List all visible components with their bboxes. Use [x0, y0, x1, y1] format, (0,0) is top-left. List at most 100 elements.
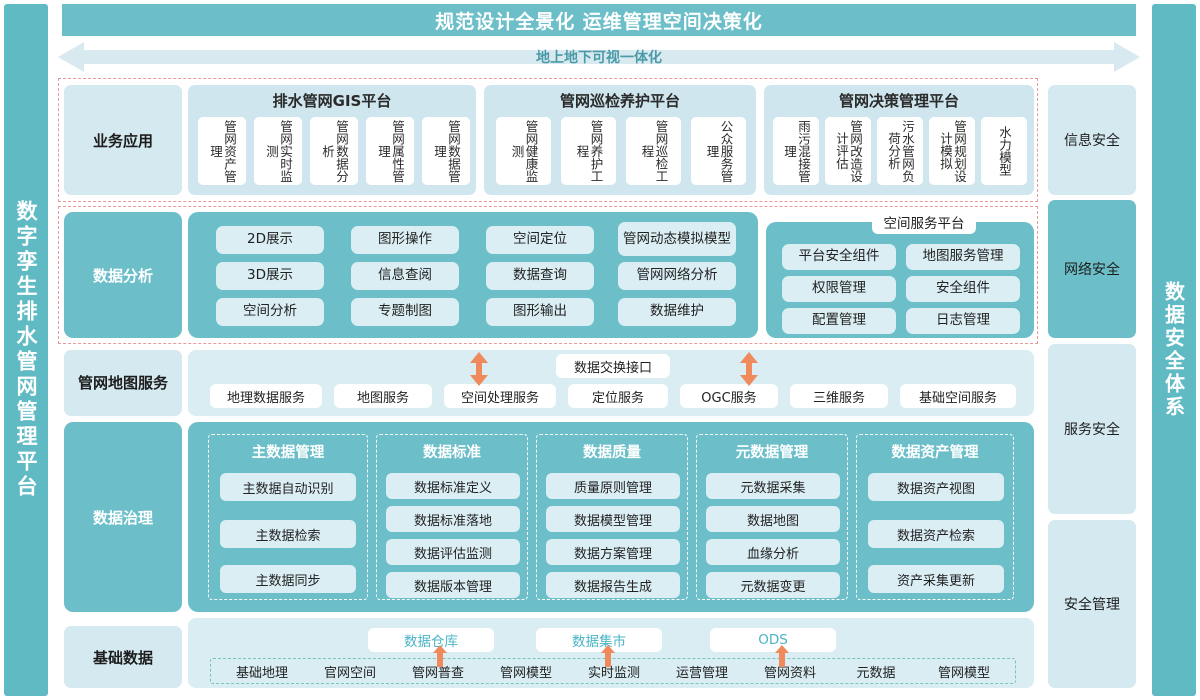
map-service-item[interactable]: 地图服务 [334, 384, 432, 408]
map-service-item[interactable]: OGC服务 [680, 384, 778, 408]
governance-item[interactable]: 数据评估监测 [386, 539, 520, 565]
app-cell[interactable]: 管网属性管理 [366, 117, 414, 185]
governance-item[interactable]: 数据版本管理 [386, 572, 520, 598]
base-data-item[interactable]: 管网普查 [411, 665, 464, 681]
base-data-item[interactable]: 运营管理 [675, 665, 728, 681]
updown-arrow-icon [740, 352, 758, 386]
base-data-item[interactable]: 管网模型 [499, 665, 552, 681]
analysis-item[interactable]: 管网网络分析 [618, 262, 736, 290]
row-label-governance: 数据治理 [64, 422, 182, 612]
right-security-system-rail: 数据安全体系 [1152, 4, 1196, 696]
app-cell[interactable]: 管网数据分析 [310, 117, 358, 185]
analysis-item[interactable]: 管网动态模拟模型 [618, 222, 736, 256]
spatial-item[interactable]: 日志管理 [906, 308, 1020, 334]
spatial-item[interactable]: 权限管理 [782, 276, 896, 302]
right-security-system-title: 数据安全体系 [1161, 281, 1186, 419]
governance-group-title: 数据标准 [423, 445, 481, 461]
analysis-item[interactable]: 图形操作 [351, 226, 459, 254]
analysis-item[interactable]: 数据查询 [486, 262, 594, 290]
security-card-management[interactable]: 安全管理 [1048, 520, 1136, 688]
top-banner-title: 规范设计全景化 运维管理空间决策化 [435, 10, 763, 33]
governance-item[interactable]: 数据资产视图 [868, 473, 1004, 501]
analysis-panel: 2D展示 3D展示 空间分析 图形操作 信息查阅 专题制图 空间定位 数据查询 … [188, 212, 758, 338]
spatial-item[interactable]: 配置管理 [782, 308, 896, 334]
map-service-item[interactable]: 三维服务 [790, 384, 888, 408]
app-cell[interactable]: 管网养护工程 [561, 117, 616, 185]
base-data-tag[interactable]: ODS [710, 628, 836, 652]
governance-item[interactable]: 主数据自动识别 [220, 473, 356, 501]
left-platform-title-rail: 数字孪生排水管网管理平台 [4, 4, 48, 696]
app-cell[interactable]: 雨污混接管理 [773, 117, 819, 185]
base-data-item[interactable]: 管网模型 [937, 665, 990, 681]
analysis-item[interactable]: 空间定位 [486, 226, 594, 254]
governance-item[interactable]: 数据资产检索 [868, 520, 1004, 548]
app-cell[interactable]: 公众服务管理 [691, 117, 746, 185]
app-cell[interactable]: 管网巡检工程 [626, 117, 681, 185]
up-arrow-icon [601, 645, 615, 667]
governance-group-metadata: 元数据管理 元数据采集 数据地图 血缘分析 元数据变更 [696, 434, 848, 600]
spatial-item[interactable]: 平台安全组件 [782, 244, 896, 270]
analysis-item[interactable]: 专题制图 [351, 298, 459, 326]
row-label-basedata: 基础数据 [64, 626, 182, 688]
map-service-item[interactable]: 基础空间服务 [900, 384, 1016, 408]
map-service-item[interactable]: 地理数据服务 [210, 384, 322, 408]
analysis-row-dashed-frame [58, 206, 1038, 344]
governance-item[interactable]: 主数据同步 [220, 565, 356, 593]
app-cell[interactable]: 水力模型 [981, 117, 1027, 185]
governance-group-title: 数据资产管理 [891, 445, 979, 461]
app-cell[interactable]: 污水管网负荷分析 [877, 117, 923, 185]
business-group-inspection-title: 管网巡检养护平台 [559, 92, 680, 110]
business-group-decision-title: 管网决策管理平台 [838, 92, 959, 110]
governance-group-title: 主数据管理 [251, 445, 325, 461]
base-data-tag[interactable]: 数据仓库 [368, 628, 494, 652]
integration-arrow-label: 地上地下可视一体化 [536, 50, 662, 66]
governance-item[interactable]: 数据标准落地 [386, 506, 520, 532]
row-label-mapservice: 管网地图服务 [64, 350, 182, 416]
governance-group-master-data: 主数据管理 主数据自动识别 主数据检索 主数据同步 [208, 434, 368, 600]
governance-item[interactable]: 主数据检索 [220, 520, 356, 548]
security-card-network[interactable]: 网络安全 [1048, 200, 1136, 338]
base-data-item[interactable]: 元数据 [856, 665, 896, 681]
analysis-item[interactable]: 空间分析 [216, 298, 324, 326]
base-data-tag[interactable]: 数据集市 [536, 628, 662, 652]
base-data-item[interactable]: 基础地理 [235, 665, 288, 681]
map-service-item[interactable]: 定位服务 [568, 384, 668, 408]
app-cell[interactable]: 管网健康监测 [496, 117, 551, 185]
left-platform-title: 数字孪生排水管网管理平台 [14, 200, 39, 500]
base-data-item[interactable]: 实时监测 [587, 665, 640, 681]
up-arrow-icon [775, 645, 789, 667]
business-group-gis: 排水管网GIS平台 管网资产管理 管网实时监测 管网数据分析 管网属性管理 管网… [188, 85, 476, 195]
governance-item[interactable]: 血缘分析 [706, 539, 840, 565]
security-card-service[interactable]: 服务安全 [1048, 344, 1136, 514]
spatial-item[interactable]: 安全组件 [906, 276, 1020, 302]
base-data-item[interactable]: 官网空间 [323, 665, 376, 681]
spatial-service-platform-title: 空间服务平台 [872, 210, 976, 234]
governance-item[interactable]: 数据标准定义 [386, 473, 520, 499]
governance-item[interactable]: 资产采集更新 [868, 565, 1004, 593]
app-cell[interactable]: 管网改造设计评估 [825, 117, 871, 185]
base-data-item[interactable]: 管网资料 [763, 665, 816, 681]
spatial-item[interactable]: 地图服务管理 [906, 244, 1020, 270]
business-group-decision: 管网决策管理平台 雨污混接管理 管网改造设计评估 污水管网负荷分析 管网规划设计… [764, 85, 1034, 195]
app-cell[interactable]: 管网资产管理 [198, 117, 246, 185]
updown-arrow-icon [470, 352, 488, 386]
governance-item[interactable]: 数据方案管理 [546, 539, 680, 565]
analysis-item[interactable]: 信息查阅 [351, 262, 459, 290]
governance-item[interactable]: 数据地图 [706, 506, 840, 532]
security-card-information[interactable]: 信息安全 [1048, 85, 1136, 195]
analysis-item[interactable]: 2D展示 [216, 226, 324, 254]
analysis-item[interactable]: 3D展示 [216, 262, 324, 290]
analysis-item[interactable]: 图形输出 [486, 298, 594, 326]
app-cell[interactable]: 管网规划设计模拟 [929, 117, 975, 185]
governance-group-title: 元数据管理 [735, 445, 809, 461]
map-service-item[interactable]: 空间处理服务 [444, 384, 556, 408]
governance-item[interactable]: 数据报告生成 [546, 572, 680, 598]
analysis-item[interactable]: 数据维护 [618, 298, 736, 326]
app-cell[interactable]: 管网数据管理 [422, 117, 470, 185]
governance-item[interactable]: 数据模型管理 [546, 506, 680, 532]
app-cell[interactable]: 管网实时监测 [254, 117, 302, 185]
governance-group-title: 数据质量 [583, 445, 641, 461]
governance-item[interactable]: 元数据采集 [706, 473, 840, 499]
governance-item[interactable]: 元数据变更 [706, 572, 840, 598]
governance-item[interactable]: 质量原则管理 [546, 473, 680, 499]
